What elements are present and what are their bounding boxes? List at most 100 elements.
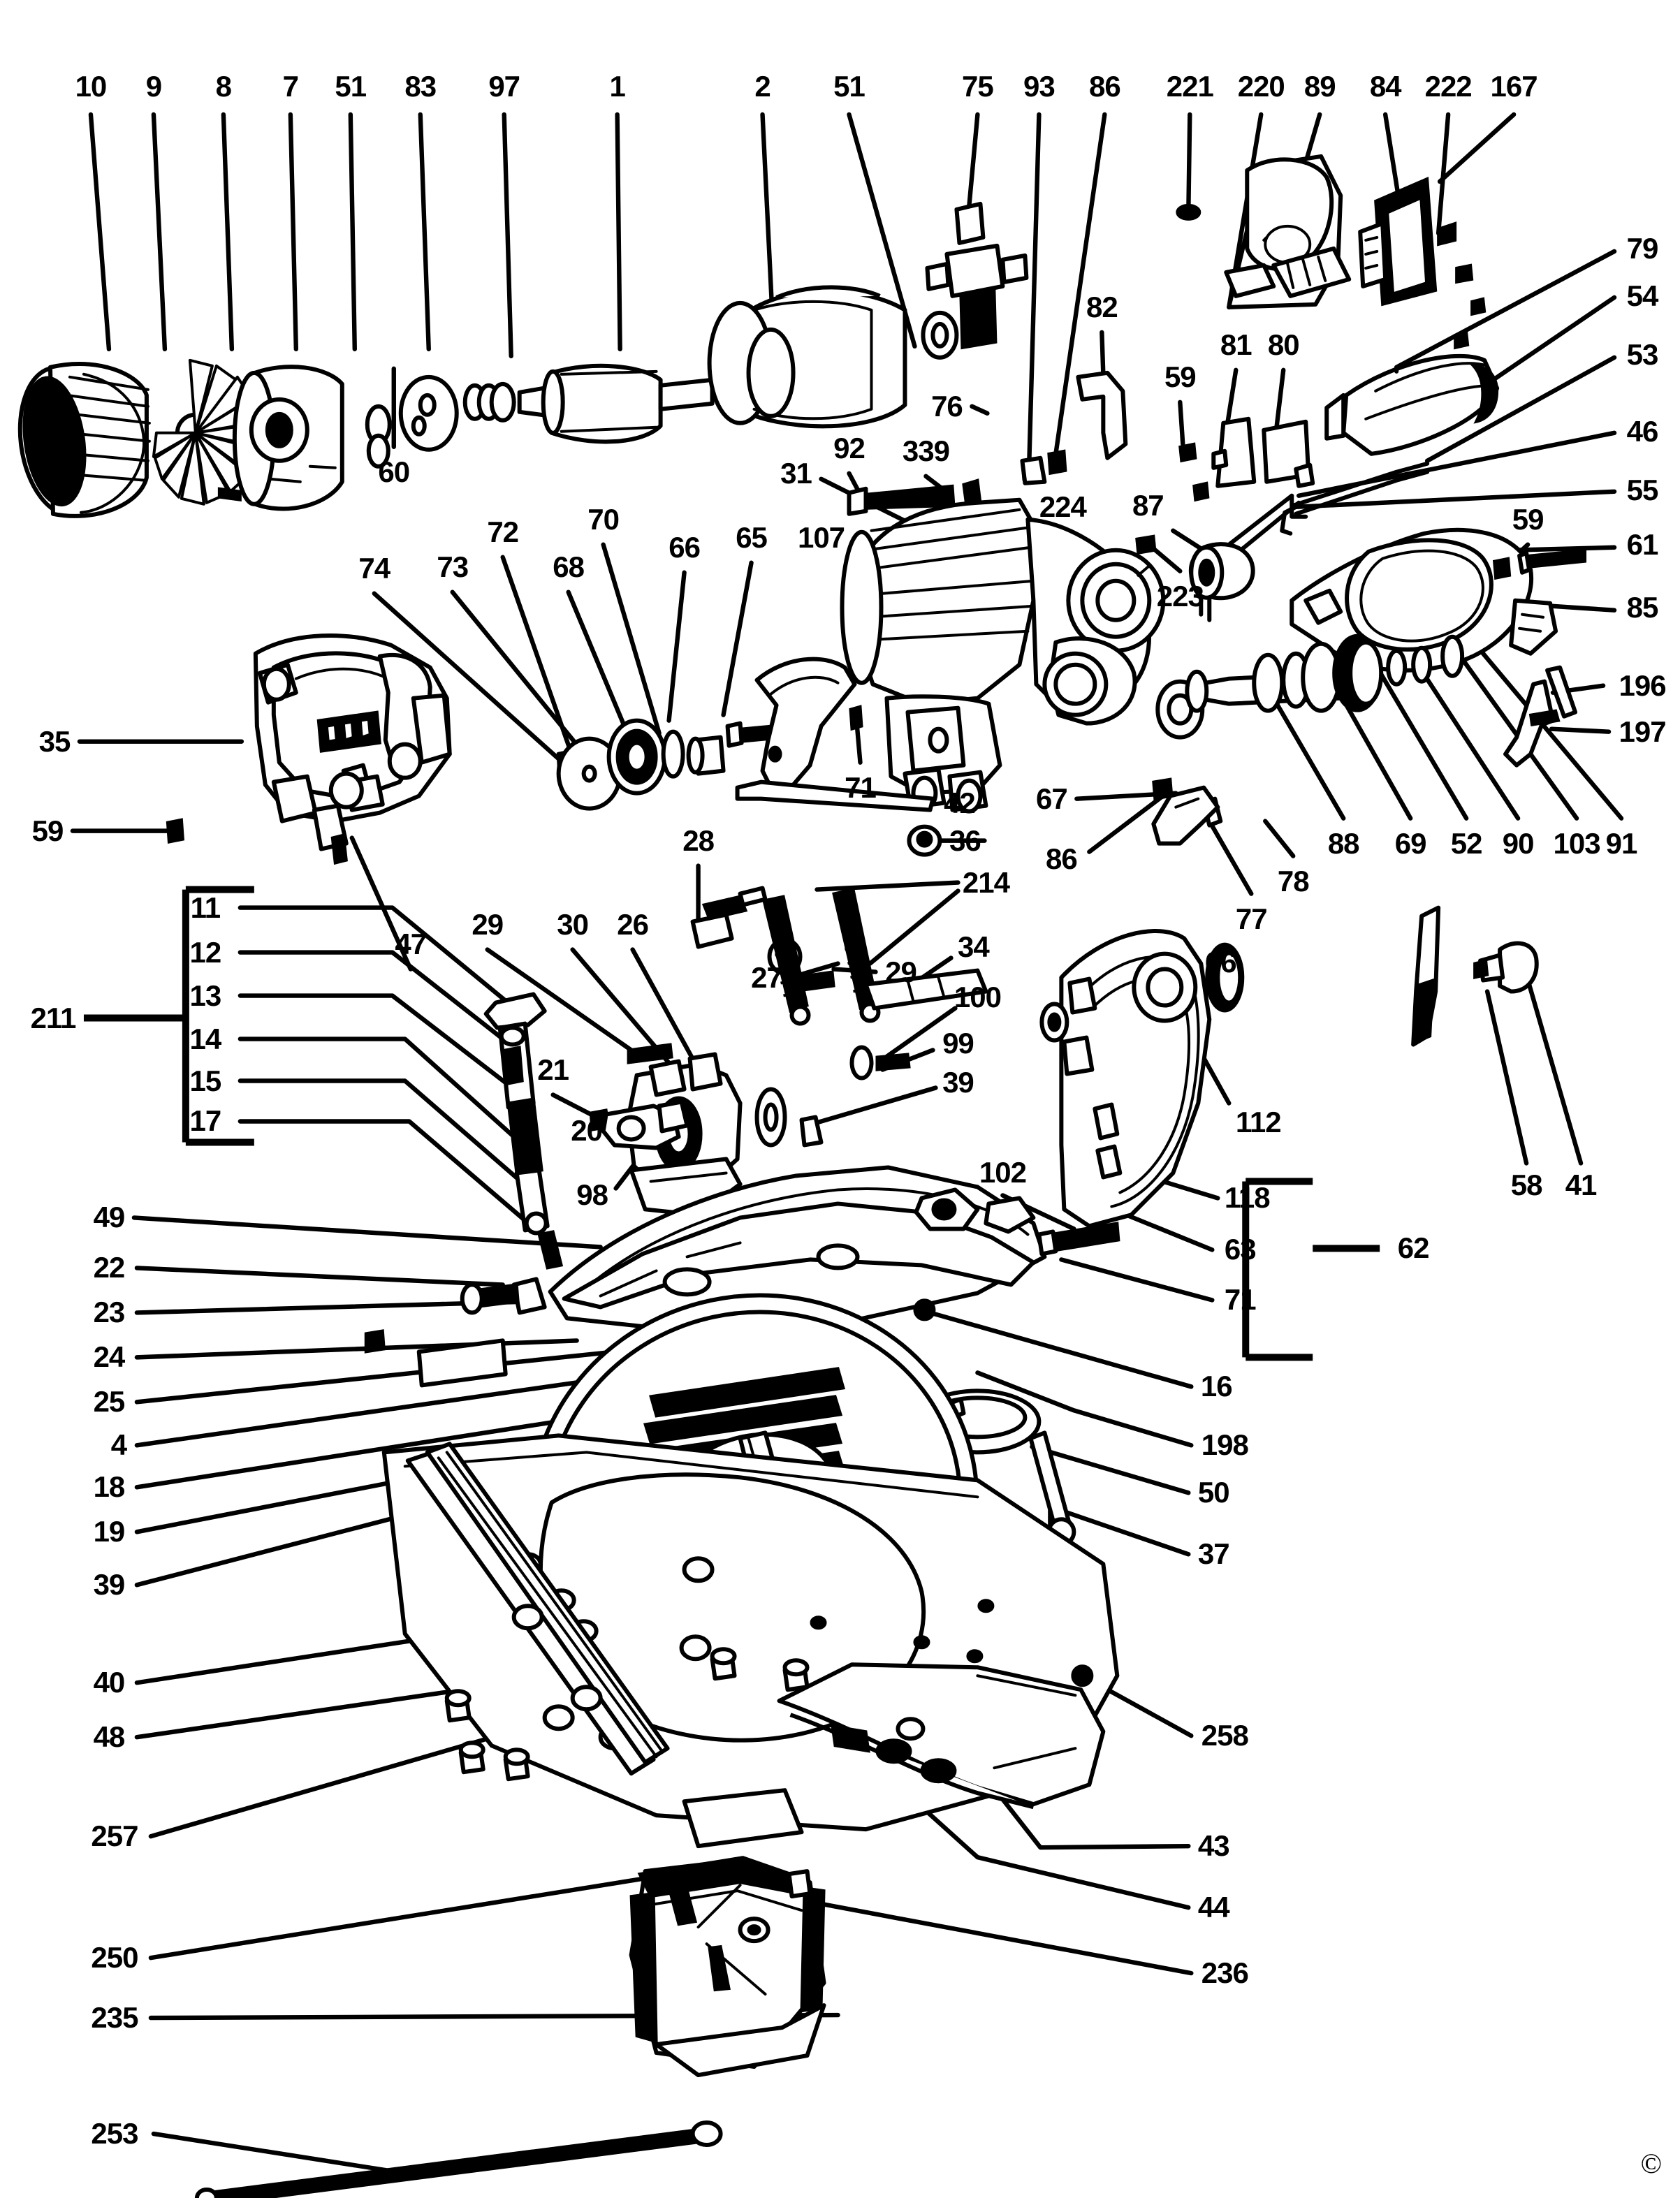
adjuster-rod	[483, 992, 564, 1270]
callout-100: 100	[954, 980, 1002, 1013]
callout-88: 88	[1327, 826, 1360, 860]
springs-mount-group	[483, 886, 1539, 1270]
callout-59: 59	[1512, 502, 1544, 536]
callout-86: 86	[1046, 842, 1078, 875]
callout-79: 79	[1626, 231, 1659, 265]
callout-30: 30	[557, 907, 589, 941]
bracket-211	[83, 886, 254, 1146]
callout-89: 89	[1303, 69, 1336, 103]
spring-pair	[762, 888, 881, 1026]
callout-223: 223	[1156, 579, 1204, 613]
callout-66: 66	[669, 530, 701, 564]
callout-78: 78	[1277, 864, 1310, 897]
callout-11: 11	[190, 891, 221, 924]
callout-81: 81	[1220, 328, 1252, 361]
callout-80: 80	[1267, 328, 1300, 361]
callout-22: 22	[93, 1251, 126, 1284]
callout-67: 67	[1036, 782, 1068, 815]
bearing-housing	[232, 365, 344, 511]
callout-27: 27	[751, 960, 783, 994]
callout-2: 2	[754, 69, 770, 103]
callout-1: 1	[609, 69, 625, 103]
callout-214: 214	[962, 865, 1010, 899]
callout-35: 35	[38, 724, 71, 758]
callout-12: 12	[189, 935, 222, 969]
callout-70: 70	[587, 502, 620, 536]
callout-44: 44	[1197, 1891, 1230, 1924]
callout-59: 59	[31, 814, 64, 847]
callout-15: 15	[189, 1064, 222, 1097]
callout-224: 224	[1039, 490, 1087, 523]
callout-71: 71	[845, 770, 877, 804]
callout-86: 86	[1088, 69, 1121, 103]
callout-47: 47	[395, 927, 427, 960]
callout-39: 39	[942, 1065, 974, 1099]
callout-50: 50	[1197, 1476, 1230, 1509]
callout-250: 250	[91, 1941, 138, 1974]
callout-13: 13	[189, 979, 222, 1012]
callout-77: 77	[1235, 902, 1268, 935]
callout-221: 221	[1166, 69, 1214, 103]
callout-257: 257	[91, 1819, 138, 1853]
callout-102: 102	[979, 1156, 1027, 1189]
callout-48: 48	[93, 1720, 126, 1754]
blade-guard	[1039, 929, 1245, 1229]
callout-34: 34	[958, 930, 990, 963]
dust-chute	[629, 1856, 826, 2078]
callout-17: 17	[189, 1104, 222, 1138]
callout-19: 19	[93, 1515, 126, 1548]
callout-253: 253	[91, 2117, 138, 2151]
callout-97: 97	[488, 69, 520, 103]
callout-84: 84	[1369, 69, 1402, 103]
base-assembly-group	[194, 1115, 1120, 2198]
callout-51: 51	[833, 69, 865, 103]
callout-40: 40	[93, 1666, 126, 1699]
callout-98: 98	[576, 1178, 608, 1212]
callout-258: 258	[1201, 1719, 1249, 1752]
brush-holder	[925, 201, 1029, 350]
callout-43: 43	[1197, 1829, 1230, 1863]
fence-assembly	[777, 1662, 1106, 1810]
callout-10: 10	[75, 69, 108, 103]
callout-9: 9	[145, 69, 162, 103]
callout-65: 65	[736, 520, 768, 554]
callout-91: 91	[1605, 826, 1638, 860]
callout-14: 14	[189, 1022, 222, 1055]
callout-74: 74	[358, 551, 390, 585]
callout-23: 23	[93, 1296, 126, 1329]
mitre-arm	[364, 1165, 1120, 1388]
handle-grip	[1324, 353, 1500, 456]
callout-66: 66	[1204, 945, 1237, 979]
callout-90: 90	[1502, 826, 1535, 860]
callout-222: 222	[1424, 69, 1473, 103]
bracket-62	[1242, 1178, 1380, 1361]
gearbox-housing	[840, 497, 1166, 814]
callout-68: 68	[553, 550, 585, 583]
callout-20: 20	[571, 1114, 603, 1148]
callout-112: 112	[1235, 1106, 1282, 1139]
callout-54: 54	[1626, 279, 1659, 312]
callout-72: 72	[487, 515, 519, 548]
gearbox-group	[725, 455, 1465, 857]
callout-198: 198	[1201, 1428, 1249, 1462]
callout-58: 58	[1510, 1168, 1543, 1202]
spindle-shaft	[1185, 633, 1465, 713]
motor-housing-group	[17, 201, 1067, 518]
callout-49: 49	[93, 1201, 126, 1234]
callout-25: 25	[93, 1385, 126, 1419]
callout-28: 28	[682, 823, 715, 857]
callout-60: 60	[378, 455, 410, 488]
armature	[517, 363, 715, 444]
callout-4: 4	[110, 1428, 127, 1462]
callout-92: 92	[833, 431, 865, 464]
callout-196: 196	[1619, 668, 1666, 702]
callout-211: 211	[30, 1001, 77, 1034]
callout-167: 167	[1490, 69, 1538, 103]
field-coil	[707, 285, 907, 429]
callout-18: 18	[93, 1470, 126, 1504]
callout-61: 61	[1626, 527, 1659, 561]
callout-16: 16	[1200, 1370, 1233, 1403]
callout-37: 37	[1197, 1537, 1230, 1571]
callout-29: 29	[885, 955, 917, 988]
